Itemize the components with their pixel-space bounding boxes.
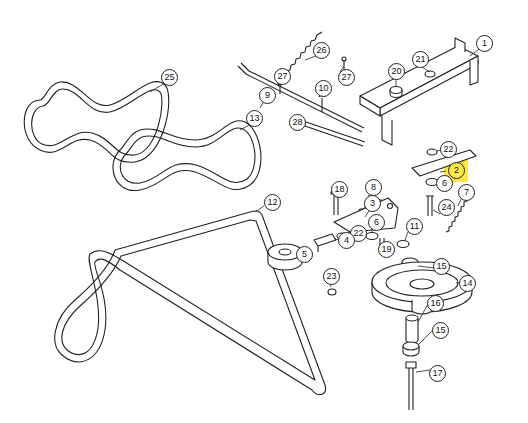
callout-number: 20 (388, 63, 405, 80)
callout-number: 25 (161, 69, 178, 86)
callout-number: 19 (378, 241, 395, 258)
nut-11 (397, 241, 409, 248)
washer-22 (427, 149, 437, 155)
belt-25 (24, 82, 169, 163)
pins (280, 60, 344, 112)
callout-number: 24 (438, 199, 455, 216)
spacer-15 (403, 342, 419, 356)
tube-16 (406, 318, 418, 343)
callout-number: 6 (368, 214, 385, 231)
hole (388, 204, 393, 209)
belt-12 (55, 211, 326, 395)
callout-number: 16 (427, 295, 444, 312)
nut-23 (328, 289, 336, 295)
callout-number: 5 (296, 246, 313, 263)
rod-9 (238, 63, 364, 132)
callout-number: 18 (331, 181, 348, 198)
callout-number: 22 (440, 141, 457, 158)
callout-number: 23 (323, 268, 340, 285)
callout-number: 3 (364, 195, 381, 212)
belt-13 (113, 121, 261, 191)
mount-bracket-1 (360, 38, 478, 145)
callout-number: 17 (429, 365, 446, 382)
callout-number: 27 (274, 68, 291, 85)
callout-number: 21 (412, 51, 429, 68)
callout-number: 15 (433, 258, 450, 275)
callout-number: 7 (458, 184, 475, 201)
nut-20-side (390, 90, 402, 98)
nut-20 (390, 87, 402, 94)
drive-pulley-14 (372, 262, 472, 314)
callout-number: 15 (432, 322, 449, 339)
bolt-24 (426, 196, 434, 216)
callout-number: 6 (436, 175, 453, 192)
callout-number: 11 (406, 218, 423, 235)
bushing-6 (366, 233, 378, 240)
bolt-17 (406, 362, 416, 410)
callout-number: 13 (246, 110, 263, 127)
rod-28 (305, 122, 365, 146)
callout-number: 4 (338, 232, 355, 249)
callout-number: 1 (476, 35, 493, 52)
tube-16-top (406, 315, 418, 321)
callout-number: 12 (264, 194, 281, 211)
callout-number: 27 (338, 69, 355, 86)
callout-number: 14 (459, 275, 476, 292)
callout-number: 10 (315, 80, 332, 97)
callout-number: 26 (313, 42, 330, 59)
leader-lines (150, 49, 479, 372)
callout-number: 9 (259, 87, 276, 104)
callout-number: 28 (289, 114, 306, 131)
bracket-4 (314, 234, 336, 252)
callout-number: 8 (365, 179, 382, 196)
callout-number: 2 (448, 162, 465, 179)
pin-27 (342, 57, 346, 61)
